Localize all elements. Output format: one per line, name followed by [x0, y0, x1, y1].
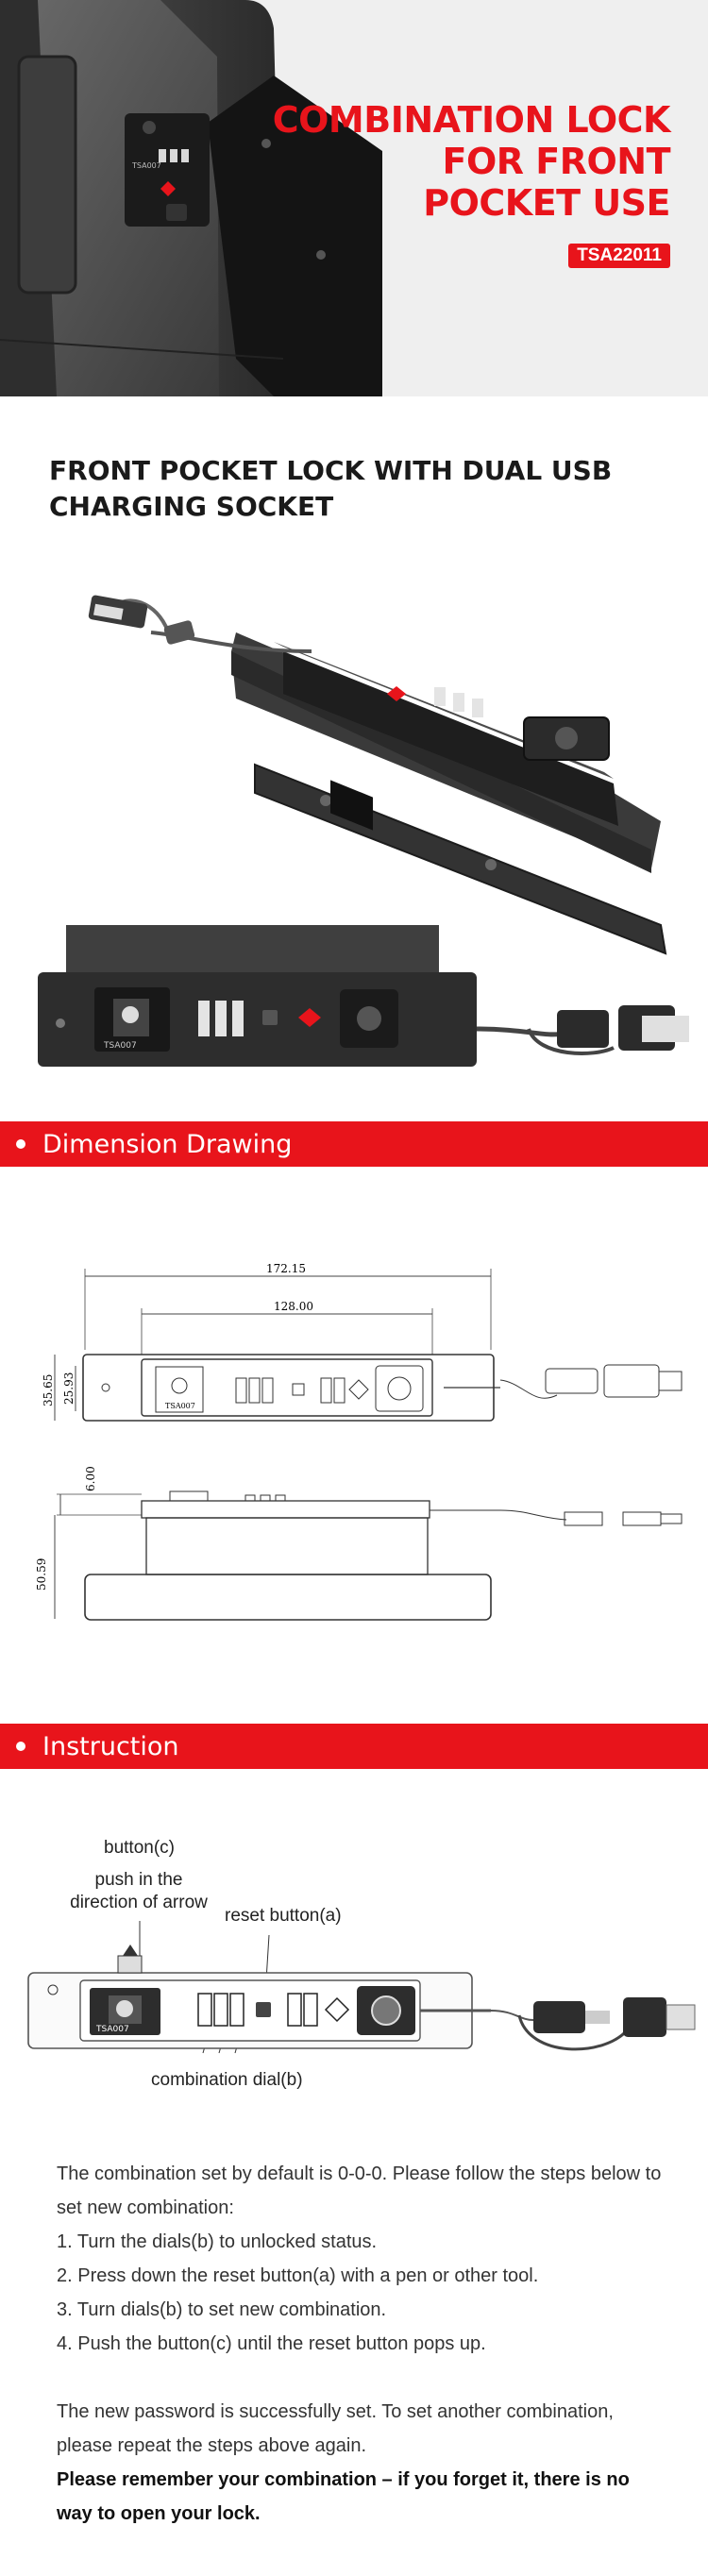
callout-button-c: button(c) [104, 1838, 175, 1858]
bullet-icon [16, 1742, 25, 1751]
model-badge: TSA22011 [568, 244, 670, 268]
instruction-step-2: 2. Press down the reset button(a) with a… [57, 2265, 539, 2286]
dim-inner-length: 128.00 [274, 1300, 313, 1313]
dimension-bar-title: Dimension Drawing [42, 1129, 293, 1159]
instruction-lock-label: TSA007 [95, 2025, 129, 2034]
hero-lock-label: TSA007 [131, 161, 161, 170]
dimension-drawing: 172.15 128.00 35.65 25.93 TSA007 6.00 50… [35, 1262, 683, 1621]
instruction-step-1: 1. Turn the dials(b) to unlocked status. [57, 2231, 378, 2252]
instruction-text: The combination set by default is 0-0-0.… [57, 2157, 670, 2531]
luggage-lock-illustration: TSA007 [0, 0, 382, 396]
hero-title-line-2: FOR FRONT [442, 141, 671, 182]
section-heading: FRONT POCKET LOCK WITH DUAL USB CHARGING… [49, 455, 613, 522]
dim-total-length: 172.15 [266, 1262, 306, 1275]
dim-height-outer: 35.65 [42, 1374, 55, 1406]
instruction-warning: Please remember your combination – if yo… [57, 2469, 630, 2524]
front-view-lock-label: TSA007 [103, 1041, 137, 1051]
instruction-bar-title: Instruction [42, 1731, 179, 1761]
hero-title-line-1: COMBINATION LOCK [272, 99, 671, 141]
dim-depth-total: 50.59 [35, 1558, 48, 1591]
callout-push-direction: push in the direction of arrow [70, 1870, 208, 1912]
instruction-step-3: 3. Turn dials(b) to set new combination. [57, 2299, 387, 2320]
callout-combination-dial: combination dial(b) [151, 2070, 303, 2090]
dim-height-inner: 25.93 [62, 1372, 76, 1405]
callout-reset-button: reset button(a) [225, 1906, 342, 1926]
instruction-step-4: 4. Push the button(c) until the reset bu… [57, 2333, 486, 2354]
product-front-view: TSA007 [38, 925, 689, 1067]
hero-title: COMBINATION LOCK FOR FRONT POCKET USE [272, 99, 671, 224]
hero-title-line-3: POCKET USE [423, 182, 670, 224]
section-bar-dimension: Dimension Drawing [0, 1121, 708, 1167]
drawing-lock-label: TSA007 [165, 1402, 195, 1410]
dim-depth-top: 6.00 [84, 1466, 97, 1491]
section-bar-instruction: Instruction [0, 1724, 708, 1769]
product-render: TSA007 [38, 595, 689, 1067]
hero-banner: TSA007 COMBINATION LOCK FOR FRONT POCKET… [0, 0, 708, 396]
instruction-diagram: TSA007 [27, 1921, 696, 2054]
spacer [57, 2361, 670, 2395]
bullet-icon [16, 1139, 25, 1149]
instruction-intro: The combination set by default is 0-0-0.… [57, 2164, 662, 2218]
instruction-outro: The new password is successfully set. To… [57, 2401, 614, 2456]
product-angled-view [88, 595, 667, 955]
